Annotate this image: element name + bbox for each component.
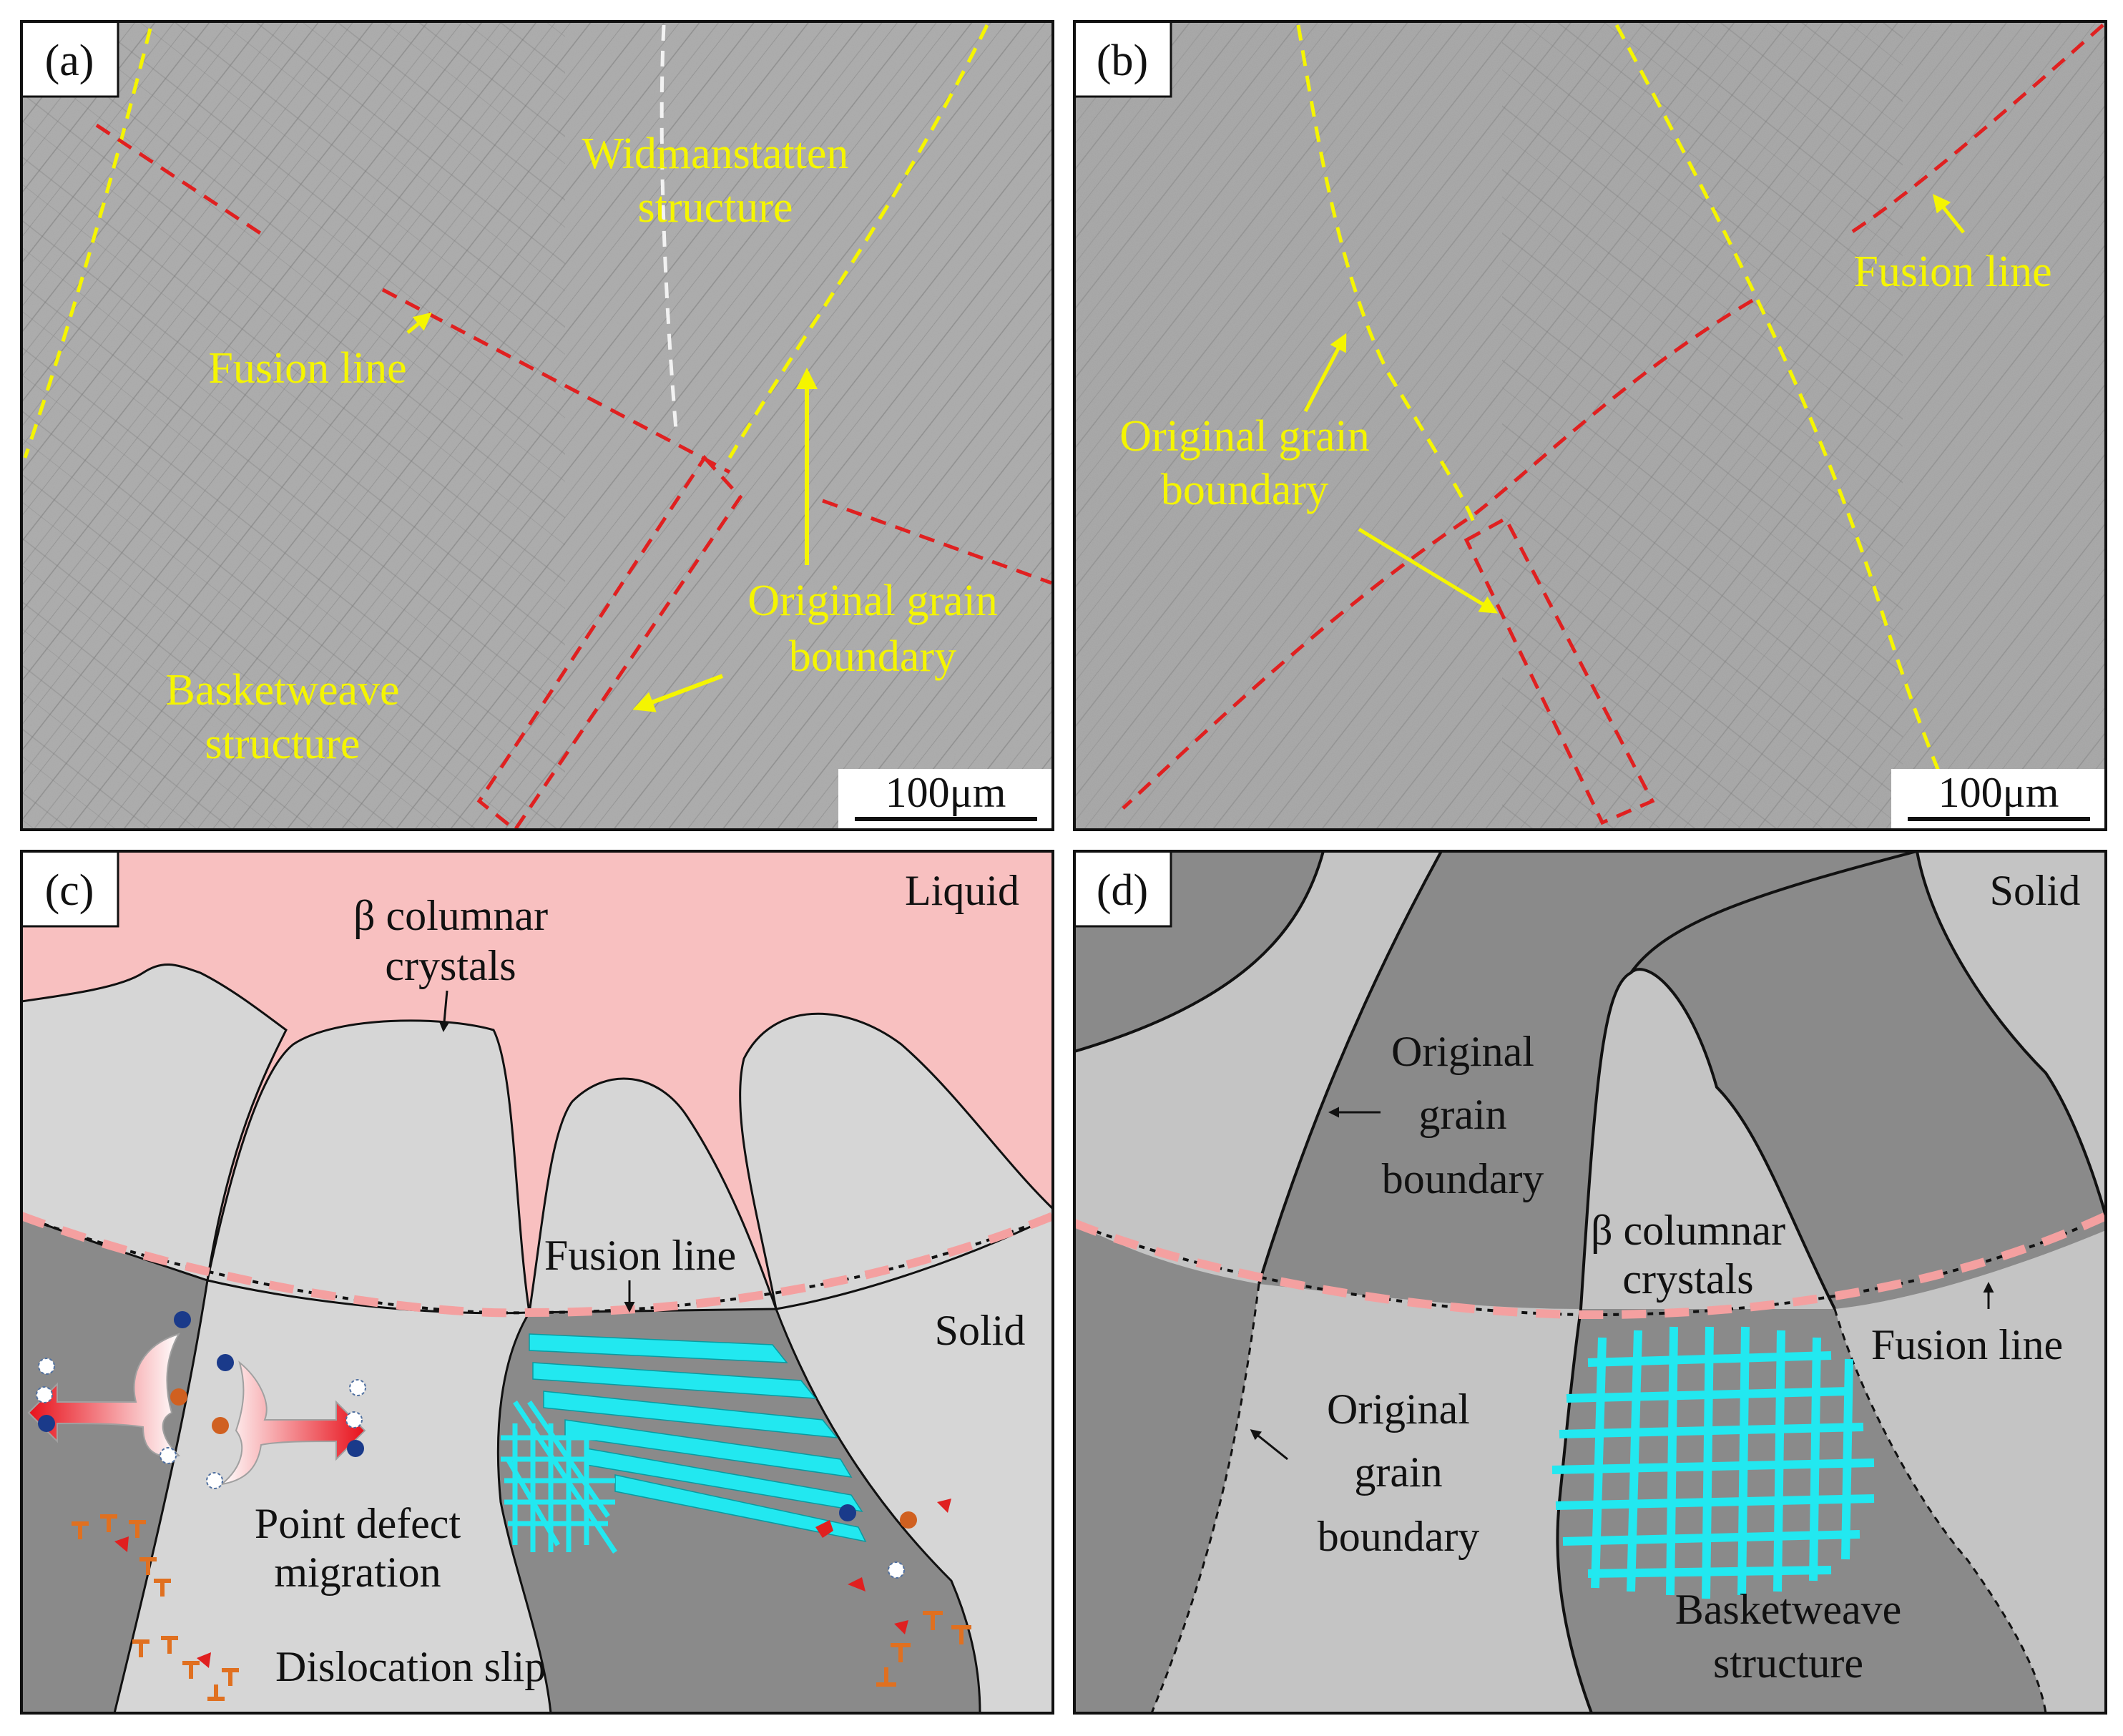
- panel-label-b: (b): [1097, 36, 1148, 85]
- ogb-top-label-line1: Original: [1391, 1028, 1534, 1075]
- liquid-label: Liquid: [905, 867, 1019, 914]
- dislocation-slip-label: Dislocation slip: [275, 1643, 546, 1690]
- point-defect-label-line2: migration: [274, 1549, 441, 1596]
- fusion-line-label-d: Fusion line: [1871, 1321, 2063, 1368]
- basketweave-label-a-line2: structure: [205, 720, 361, 768]
- grain-boundary-d-lowermid-right: [1833, 1308, 2047, 1713]
- dislocations-c: [72, 1514, 971, 1701]
- beta-columnar-label-d-line2: crystals: [1622, 1255, 1753, 1303]
- columnar-crystal-c-4: [739, 1012, 1053, 1310]
- grain-boundary-d-topleft: [1074, 851, 1325, 1053]
- grain-boundary-d-lowerleft: [1150, 1283, 1260, 1713]
- panel-label-box-d: [1074, 851, 1172, 928]
- dark-grain-d-lowermid: [1557, 1309, 2046, 1713]
- grain-boundary-b-right: [1614, 24, 1966, 830]
- panel-c: (c) Liquid β columnar crystals Fusion li…: [21, 851, 1053, 1713]
- solid-label-c: Solid: [935, 1307, 1026, 1354]
- fusion-line-label-c: Fusion line: [544, 1232, 736, 1279]
- basketweave-label-d-line1: Basketweave: [1675, 1586, 1902, 1633]
- beta-columnar-label-c-line1: β columnar: [353, 892, 548, 939]
- dark-grain-d-center: [1259, 851, 2106, 1309]
- columnar-crystal-c-1: [21, 963, 288, 1282]
- arrow-ogb-b-down: [1358, 527, 1499, 614]
- scale-bar-text-b: 100μm: [1938, 769, 2059, 816]
- panel-label-box-b: [1074, 21, 1172, 98]
- widmanstatten-lamellae-c: [529, 1333, 867, 1543]
- arrow-fusion-b: [1932, 194, 1965, 234]
- widmanstatten-label-line1: Widmanstatten: [582, 129, 849, 178]
- ogb-bottom-label-line3: boundary: [1318, 1513, 1480, 1560]
- grain-boundary-d-inner: [1579, 968, 1836, 1310]
- grain-boundary-c-mid-right: [775, 1308, 981, 1713]
- ogb-bottom-label-line2: grain: [1354, 1448, 1442, 1496]
- arrow-fusion-a: [406, 312, 432, 334]
- white-dashed-line-a: [660, 24, 678, 430]
- solid-label-d: Solid: [1990, 867, 2081, 914]
- arrow-ogb-bottom-d: [1250, 1429, 1288, 1461]
- fusion-line-label-b: Fusion line: [1853, 247, 2051, 296]
- widmanstatten-label-line2: structure: [638, 183, 793, 232]
- ogb-top-label-line3: boundary: [1382, 1155, 1544, 1202]
- point-defect-arrow-left: [27, 1333, 181, 1458]
- grain-boundary-d-crest: [1629, 851, 1918, 974]
- point-defect-label-line1: Point defect: [255, 1500, 461, 1547]
- fusion-line-b-main: [1122, 298, 1754, 810]
- grain-boundary-d-left: [1257, 851, 1443, 1285]
- panel-label-box-a: [21, 21, 119, 98]
- fusion-line-b-right: [1844, 24, 2104, 238]
- ogb-label-b-line2: boundary: [1161, 466, 1328, 514]
- beta-columnar-label-c-line2: crystals: [385, 942, 516, 989]
- basketweave-small-c: [501, 1401, 617, 1554]
- atoms-c: [36, 1311, 951, 1668]
- panel-label-d: (d): [1097, 866, 1148, 915]
- dark-grain-d-lowerleft: [1074, 1223, 1259, 1713]
- panel-a: (a) Widmanstatten structure Fusion line …: [21, 21, 1053, 830]
- basketweave-d: [1551, 1326, 1875, 1599]
- point-defect-arrow-right: [219, 1360, 366, 1486]
- ogb-bottom-label-line1: Original: [1327, 1386, 1470, 1433]
- fusion-line-a-right: [822, 499, 1052, 585]
- highlight-box-a: [476, 454, 743, 830]
- grain-boundary-c-left: [113, 1280, 209, 1713]
- fusion-line-a-upper: [95, 123, 266, 238]
- ogb-label-a-line2: boundary: [789, 632, 956, 681]
- fusion-line-label-a: Fusion line: [208, 344, 406, 393]
- fusion-line-c-pink: [21, 1212, 1053, 1318]
- scale-bar-text-a: 100μm: [886, 769, 1006, 816]
- ogb-label-a-line1: Original grain: [747, 577, 998, 625]
- panel-label-a: (a): [45, 36, 94, 85]
- panel-label-box-c: [21, 851, 119, 928]
- grain-boundary-a-right: [727, 24, 989, 459]
- panel-b: (b) Fusion line Original grain boundary …: [1074, 21, 2106, 830]
- arrow-beta-columnar-c: [438, 990, 450, 1032]
- grain-boundary-c-mid-left: [496, 1312, 552, 1713]
- highlight-box-b: [1463, 516, 1655, 825]
- grain-boundary-a-left: [23, 28, 152, 458]
- arrow-ogb-a-left: [632, 674, 724, 712]
- columnar-crystal-c-3: [528, 1077, 778, 1314]
- fusion-line-a-middle: [381, 288, 731, 474]
- fusion-line-d-pink: [1074, 1212, 2106, 1320]
- basketweave-label-a-line1: Basketweave: [165, 666, 399, 715]
- grain-boundary-d-center: [1916, 851, 2106, 1217]
- grain-boundary-b-left: [1296, 24, 1476, 523]
- ogb-top-label-line2: grain: [1418, 1091, 1506, 1138]
- arrow-ogb-b-up: [1303, 333, 1347, 413]
- dark-grain-c-left: [21, 1216, 207, 1713]
- basketweave-label-d-line2: structure: [1713, 1639, 1863, 1687]
- beta-columnar-label-d-line1: β columnar: [1591, 1207, 1785, 1254]
- ogb-label-b-line1: Original grain: [1119, 412, 1370, 461]
- panel-label-c: (c): [45, 866, 94, 915]
- panel-d: (d) Solid Original grain boundary β colu…: [1074, 851, 2106, 1713]
